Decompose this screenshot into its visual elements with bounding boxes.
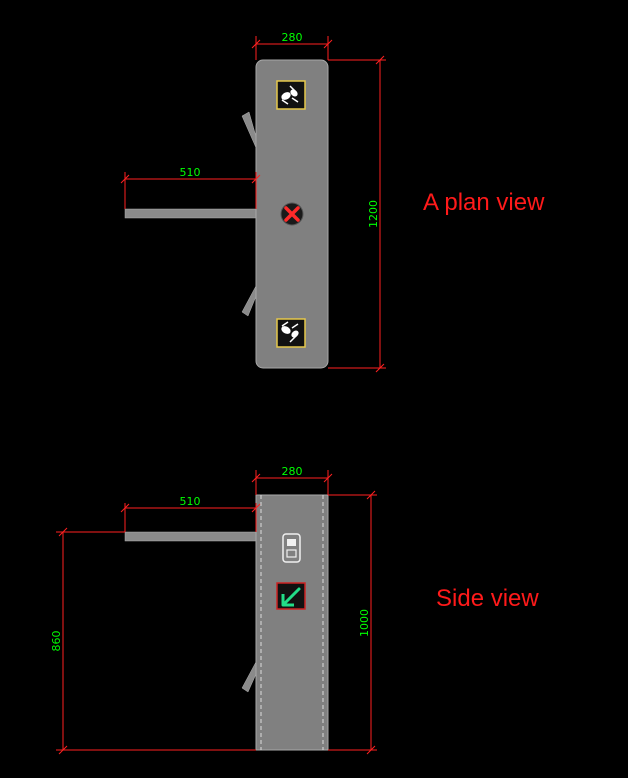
side-arm-height-label: 860 [50,631,63,652]
side-height-dimension: 1000 [328,490,377,755]
plan-arm-stub-top [241,111,258,151]
side-arm-stub [241,659,258,693]
side-width-dimension: 280 [251,465,333,495]
plan-view-title: A plan view [423,189,545,216]
side-body [255,494,329,751]
side-arm-dimension: 510 [120,495,261,532]
plan-width-dimension: 280 [251,31,333,60]
card-reader-icon [276,80,306,110]
card-reader-icon [276,318,306,348]
direction-arrow-icon [276,582,306,610]
side-arm-height-dimension: 860 [50,527,256,755]
side-view: 280 510 860 1000 [50,465,377,755]
plan-arm [124,208,259,219]
plan-width-label: 280 [282,31,303,44]
stop-cross-icon [280,202,304,226]
plan-arm-stub-bottom [241,283,258,317]
side-height-label: 1000 [358,609,371,637]
plan-view: 280 510 1200 [120,31,386,373]
side-width-label: 280 [282,465,303,478]
side-view-title: Side view [436,585,539,612]
plan-arm-label: 510 [180,166,201,179]
plan-length-label: 1200 [367,200,380,228]
side-arm-label: 510 [180,495,201,508]
plan-arm-dimension: 510 [120,166,261,209]
plan-length-dimension: 1200 [328,55,386,373]
card-reader-icon [282,533,301,563]
side-arm [124,531,259,542]
